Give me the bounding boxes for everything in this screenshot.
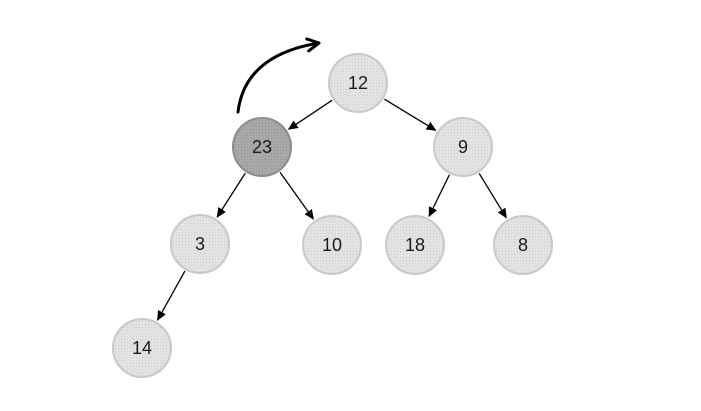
tree-node-23: 23 — [232, 117, 292, 177]
tree-node-8: 8 — [493, 215, 553, 275]
tree-node-value: 10 — [321, 235, 343, 255]
tree-edge-12-23 — [287, 99, 333, 130]
tree-edge-23-3 — [216, 172, 246, 218]
tree-node-12: 12 — [328, 53, 388, 113]
tree-node-value: 8 — [517, 235, 528, 255]
tree-node-value: 3 — [194, 234, 205, 254]
tree-edge-12-9 — [384, 98, 437, 131]
tree-edge-9-8 — [478, 173, 507, 219]
tree-node-value: 14 — [131, 338, 153, 358]
tree-node-9: 9 — [433, 117, 493, 177]
tree-edge-9-18 — [428, 174, 450, 218]
tree-node-14: 14 — [112, 318, 172, 378]
tree-edge-23-10 — [279, 171, 314, 220]
tree-node-value: 23 — [251, 137, 273, 157]
tree-node-value: 9 — [457, 137, 468, 157]
tree-node-value: 12 — [347, 73, 369, 93]
tree-node-3: 3 — [170, 214, 230, 274]
tree-edge-3-14 — [157, 270, 186, 321]
tree-node-10: 10 — [302, 215, 362, 275]
tree-node-value: 18 — [404, 235, 426, 255]
curved-swap-arrow — [236, 41, 321, 114]
curved-swap-arrow-head — [305, 37, 321, 53]
tree-node-18: 18 — [385, 215, 445, 275]
